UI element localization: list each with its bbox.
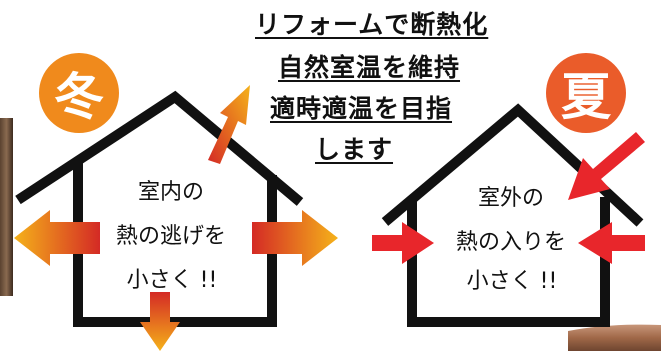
title-line-2: 自然室温を維持 [278, 53, 461, 82]
winter-house-roof [15, 90, 304, 206]
heat-entry-arrow-left [372, 222, 434, 264]
heat-escape-arrow-roof [208, 85, 250, 164]
summer-text-line-1: 室外の [477, 186, 544, 211]
title-line-4: します [315, 135, 394, 164]
winter-badge: 冬 [39, 53, 119, 133]
title-line-3: 適時適温を目指 [270, 94, 453, 123]
winter-text-line-3: 小さく !! [126, 268, 218, 293]
summer-text-line-3: 小さく !! [466, 269, 558, 294]
heat-escape-arrow-bottom [140, 292, 180, 351]
summer-house-walls [407, 197, 610, 327]
summer-text-line-2: 熱の入りを [455, 230, 566, 255]
winter-text-line-2: 熱の逃げを [115, 224, 226, 249]
photo-fragment-bottom-right [568, 324, 661, 351]
heat-entry-arrow-roof [568, 132, 645, 200]
winter-text-line-1: 室内の [137, 180, 204, 205]
title-line-1: リフォームで断熱化 [255, 10, 489, 39]
heat-escape-arrow-left [14, 210, 100, 266]
summer-badge: 夏 [546, 53, 626, 133]
heat-escape-arrow-right [252, 210, 338, 266]
photo-fragment-left [0, 118, 13, 296]
heat-entry-arrow-right [578, 222, 645, 264]
